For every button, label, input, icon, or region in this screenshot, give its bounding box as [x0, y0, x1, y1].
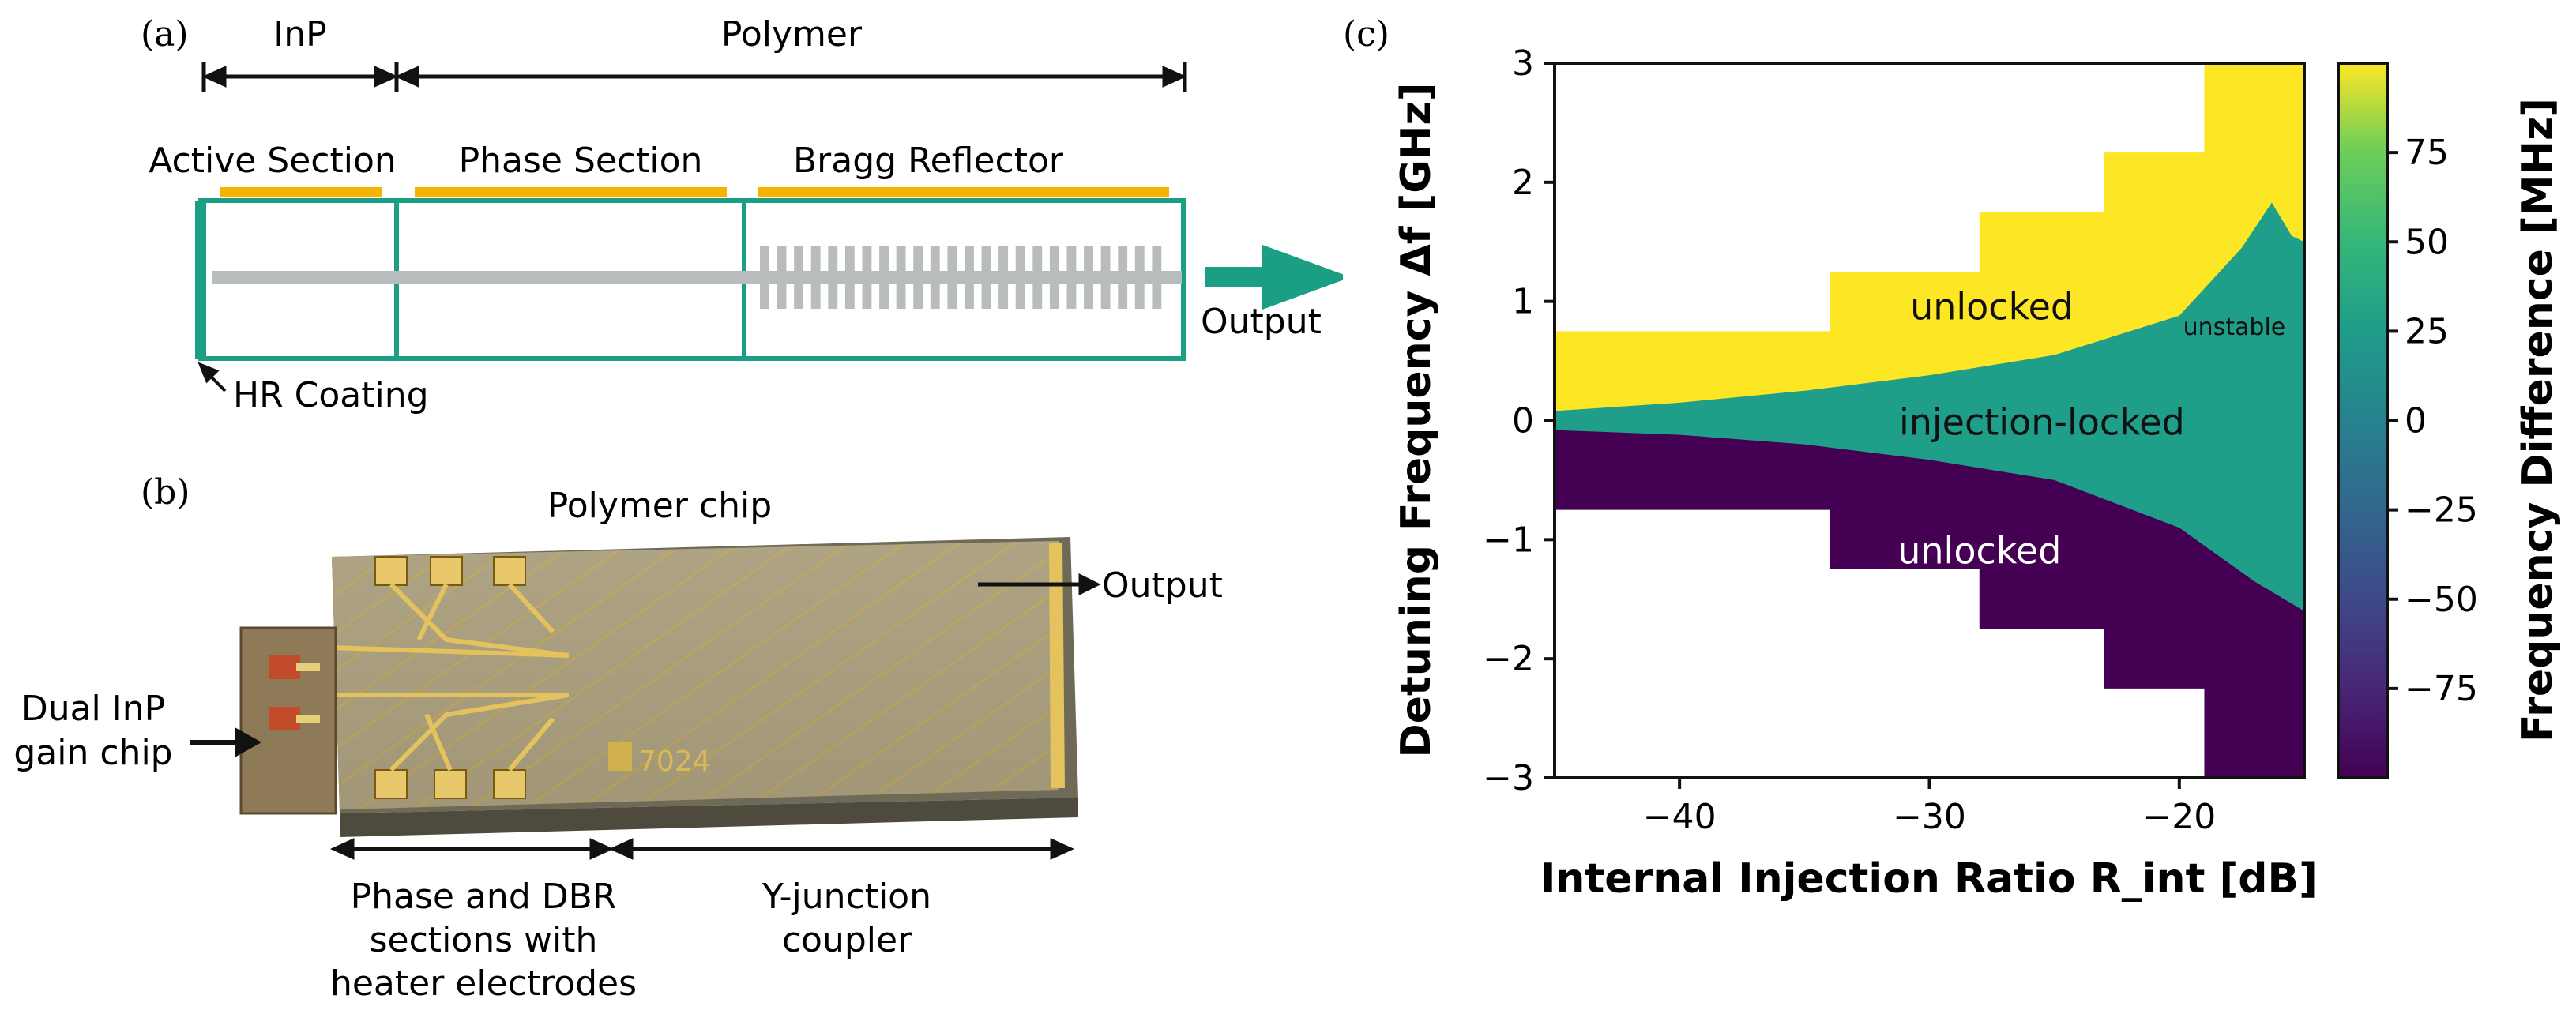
hr-coating-pointer [197, 362, 227, 392]
grating-tooth [1066, 246, 1077, 309]
grating-tooth [879, 246, 889, 309]
colorbar-tick-label: −75 [2405, 669, 2478, 709]
panel-a-schematic: (a) InP Polymer Active Section Phase Sec… [141, 14, 1343, 415]
grating-tooth [998, 246, 1009, 309]
yjunction-line1: Y-junction [762, 877, 931, 917]
grating-tooth [794, 246, 804, 309]
grating-tooth [930, 246, 940, 309]
y-tick-label: 0 [1512, 401, 1534, 441]
active-section-label: Active Section [149, 141, 397, 181]
panel-b-photo: (b) Polymer chip 70 [13, 472, 1223, 1004]
output-label-b: Output [1102, 565, 1223, 606]
x-tick-label: −40 [1643, 797, 1717, 837]
heatmap-area [1555, 63, 2304, 778]
chip-marking: 7024 [638, 745, 711, 778]
y-axis-label: Detuning Frequency Δf [GHz] [1393, 83, 1440, 758]
bragg-electrode [758, 187, 1169, 197]
grating-tooth [896, 246, 906, 309]
axes: −40 −30 −20 −3 −2 −1 0 1 2 3 [1483, 43, 2216, 837]
hr-coating-label: HR Coating [233, 375, 429, 415]
panel-c-tag: (c) [1343, 14, 1390, 54]
dual-inp-line2: gain chip [13, 733, 172, 773]
grating-tooth [947, 246, 957, 309]
panel-a-tag: (a) [141, 14, 189, 54]
phase-dbr-line2: sections with [370, 920, 598, 960]
phase-dbr-dimension-arrow [329, 838, 615, 860]
grating-tooth [913, 246, 923, 309]
label-unlocked-upper: unlocked [1910, 285, 2074, 328]
y-tick-label: −3 [1483, 758, 1534, 798]
phase-electrode [415, 187, 727, 197]
inp-label: InP [273, 14, 326, 54]
colorbar-ticks: 75 50 25 0 −25 −50 −75 [2387, 133, 2478, 709]
grating-tooth [1118, 246, 1128, 309]
dual-inp-arrow [190, 727, 262, 758]
grating-tooth [777, 246, 787, 309]
panel-b-tag: (b) [141, 472, 190, 513]
colorbar-tick-label: 50 [2405, 222, 2449, 262]
y-tick-label: 1 [1512, 282, 1534, 322]
polymer-label: Polymer [721, 14, 863, 54]
label-unstable: unstable [2183, 314, 2286, 341]
grating-tooth [810, 246, 821, 309]
polymer-chip-label: Polymer chip [547, 486, 772, 526]
grating-tooth [1015, 246, 1025, 309]
phase-section-label: Phase Section [459, 141, 703, 181]
grating-tooth [1134, 246, 1145, 309]
y-tick-label: −1 [1483, 520, 1534, 560]
yjunction-line2: coupler [782, 920, 912, 960]
unlocked-upper-region [1555, 63, 2304, 421]
label-unlocked-lower: unlocked [1897, 530, 2061, 573]
injection-locked-region [1555, 202, 2304, 611]
x-tick-label: −20 [2142, 797, 2216, 837]
x-tick-label: −30 [1893, 797, 1966, 837]
y-tick-label: −2 [1483, 639, 1534, 679]
grating-tooth [1100, 246, 1111, 309]
polymer-dimension-arrow [394, 62, 1187, 92]
output-arrow-b [978, 573, 1101, 596]
bragg-grating [760, 246, 1162, 309]
colorbar-tick-label: −50 [2405, 580, 2478, 620]
grating-tooth [844, 246, 855, 309]
yjunction-dimension-arrow [608, 838, 1075, 860]
grating-tooth [862, 246, 872, 309]
grating-tooth [981, 246, 991, 309]
colorbar-tick-label: 25 [2405, 311, 2449, 351]
grating-tooth [828, 246, 838, 309]
heatmap-annotations: unlocked unstable injection-locked unlocked [1897, 285, 2285, 572]
colorbar-tick-label: 0 [2405, 401, 2427, 441]
dual-inp-line1: Dual InP [21, 689, 165, 729]
grating-tooth [1049, 246, 1059, 309]
output-arrow-icon [1205, 245, 1343, 310]
colorbar-label: Frequency Difference [MHz] [2514, 98, 2562, 742]
phase-dbr-line1: Phase and DBR [351, 877, 617, 917]
bragg-reflector-label: Bragg Reflector [793, 141, 1064, 181]
colorbar-tick-label: 75 [2405, 133, 2449, 173]
grating-tooth [1032, 246, 1043, 309]
colorbar-tick-label: −25 [2405, 490, 2478, 531]
grating-tooth [760, 246, 769, 309]
polymer-chip-image: 7024 [239, 537, 1078, 837]
active-electrode [220, 187, 382, 197]
grating-tooth [1084, 246, 1093, 309]
grating-tooth [965, 246, 974, 309]
grating-tooth [1152, 246, 1162, 309]
x-axis-label: Internal Injection Ratio R_int [dB] [1540, 855, 2318, 903]
phase-dbr-line3: heater electrodes [330, 963, 637, 1004]
output-label-a: Output [1201, 302, 1322, 342]
unlocked-lower-region [1555, 420, 2304, 778]
y-tick-label: 2 [1512, 163, 1534, 203]
colorbar [2337, 62, 2389, 779]
label-injection-locked: injection-locked [1899, 401, 2185, 444]
y-tick-label: 3 [1512, 43, 1534, 84]
